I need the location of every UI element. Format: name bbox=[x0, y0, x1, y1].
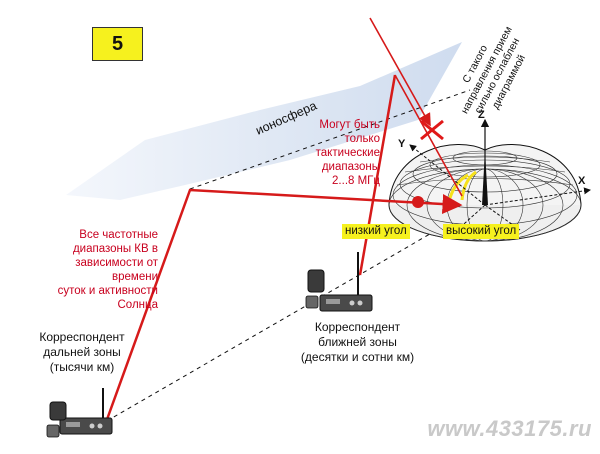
low-angle-tag: низкий угол bbox=[342, 224, 410, 239]
all-bands-label: Все частотные диапазоны КВ в зависимости… bbox=[57, 229, 158, 311]
ray-steep-entry bbox=[394, 74, 463, 197]
ionosphere-layer bbox=[66, 42, 462, 200]
near-station-radio bbox=[305, 252, 373, 312]
axis-z-label: Z bbox=[478, 109, 485, 121]
dashed-line-ground bbox=[99, 204, 481, 426]
ray-far-station bbox=[103, 188, 463, 426]
dashed-line-horizon bbox=[189, 89, 471, 190]
figure-number-badge: 5 bbox=[92, 27, 143, 61]
site-watermark: www.433175.ru bbox=[427, 416, 592, 441]
axis-x-label: X bbox=[578, 175, 586, 187]
axis-y-label: Y bbox=[398, 138, 406, 150]
far-station-radio bbox=[46, 388, 113, 438]
ray-weak-direction bbox=[369, 17, 431, 127]
near-station-caption: Корреспондент ближней зоны (десятки и со… bbox=[300, 320, 415, 364]
far-station-caption: Корреспондент дальней зоны (тысячи км) bbox=[39, 330, 125, 374]
high-angle-tag: высокий угол bbox=[443, 224, 520, 239]
tactical-bands-label: Могут быть только тактические диапазоны … bbox=[315, 119, 380, 187]
reception-point bbox=[412, 196, 424, 208]
ray-near-station bbox=[358, 74, 397, 276]
propagation-rays bbox=[103, 17, 463, 426]
blocked-direction-cross bbox=[420, 119, 444, 141]
